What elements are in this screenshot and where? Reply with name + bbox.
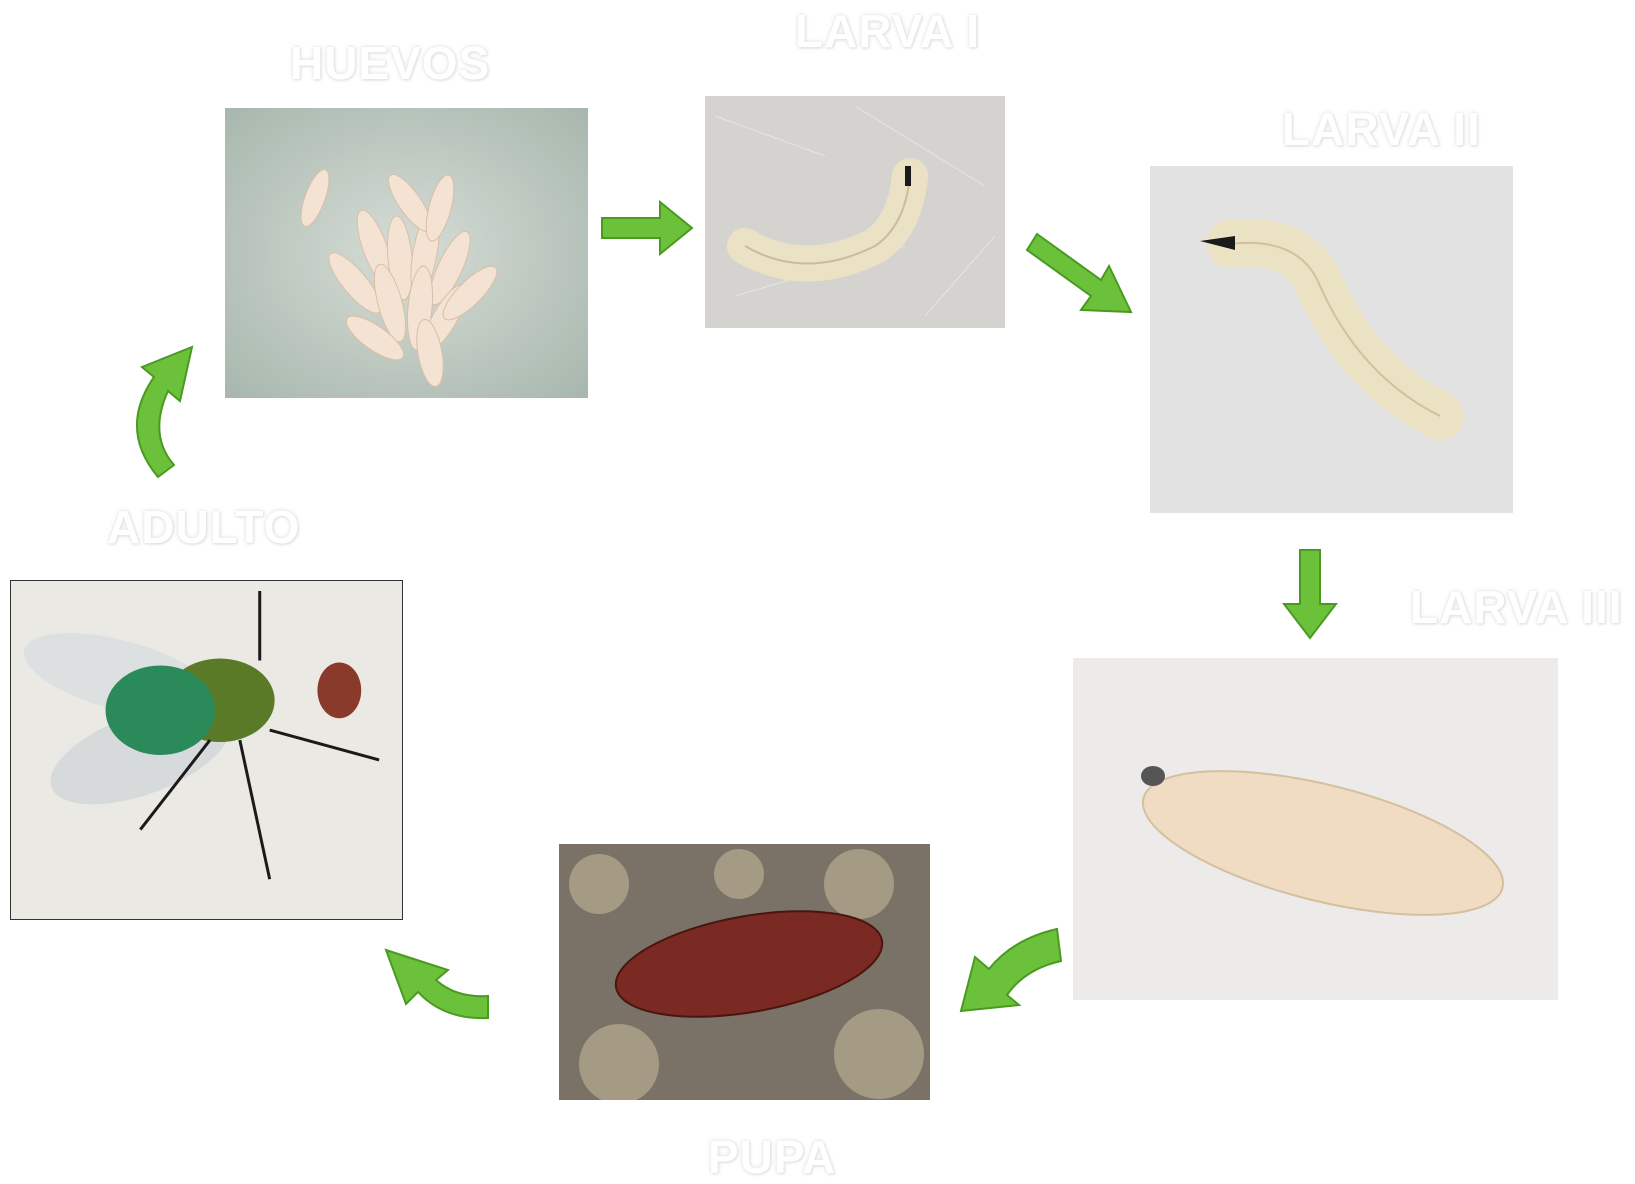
first-instar-larva-photo	[705, 96, 1005, 328]
egg-cluster-photo	[225, 108, 588, 398]
label-pupa: PUPA	[708, 1130, 836, 1184]
adult-blowfly-photo	[10, 580, 403, 920]
label-adulto: ADULTO	[107, 500, 300, 554]
arrow-huevos-to-larva-i	[600, 198, 696, 258]
arrow-larva-i-to-larva-ii	[1023, 228, 1133, 318]
label-larva-i: LARVA I	[795, 4, 980, 58]
arrow-larva-iii-to-pupa	[955, 925, 1065, 1015]
second-instar-larva-photo	[1150, 166, 1513, 513]
label-larva-iii: LARVA III	[1410, 580, 1623, 634]
label-larva-ii: LARVA II	[1282, 102, 1481, 156]
arrow-adulto-to-huevos	[124, 345, 196, 480]
label-huevos: HUEVOS	[290, 36, 490, 90]
arrow-larva-ii-to-larva-iii	[1282, 548, 1338, 640]
arrow-pupa-to-adulto	[380, 940, 492, 1026]
third-instar-larva-photo	[1073, 658, 1558, 1000]
pupa-photo	[559, 844, 930, 1100]
